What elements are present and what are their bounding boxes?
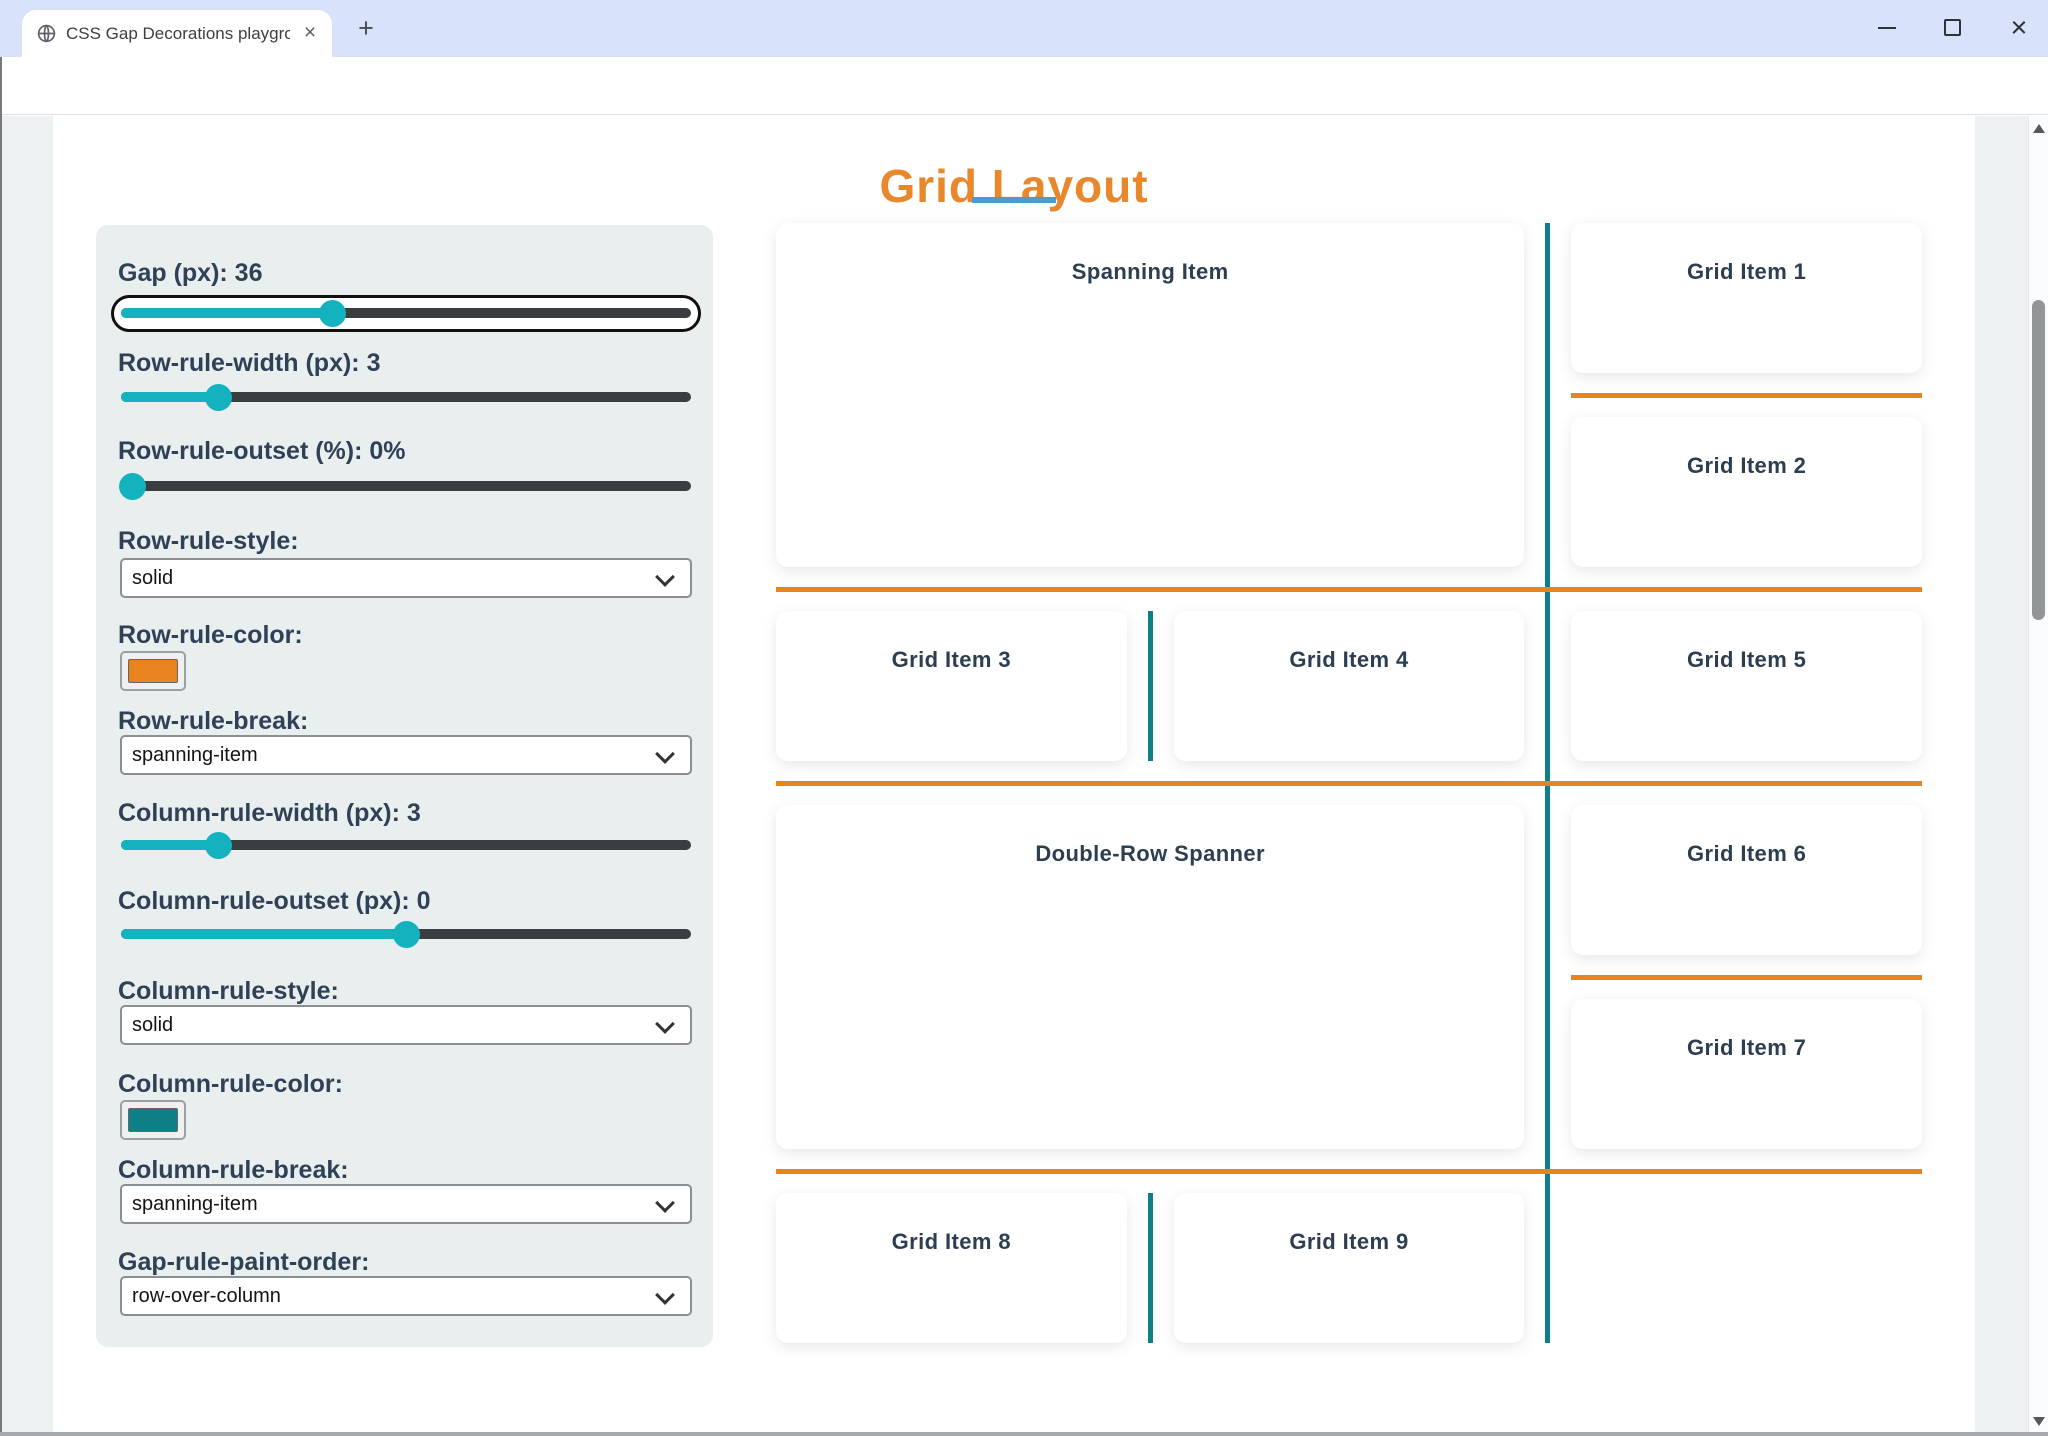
select-dropdown[interactable]: solid — [120, 558, 692, 598]
grid-card: Grid Item 4 — [1173, 611, 1525, 761]
select-value: spanning-item — [132, 1193, 258, 1215]
chevron-down-icon — [655, 567, 675, 587]
slider-control[interactable] — [121, 921, 691, 948]
grid-card: Double-Row Spanner — [776, 805, 1525, 1149]
chevron-down-icon — [655, 1014, 675, 1034]
grid-card: Grid Item 9 — [1173, 1193, 1525, 1343]
window-frame-left — [0, 57, 2, 1436]
scrollbar-down-icon[interactable] — [2033, 1417, 2045, 1426]
browser-tab[interactable]: CSS Gap Decorations playgroun × — [22, 10, 332, 57]
select-value: row-over-column — [132, 1285, 281, 1307]
select-dropdown[interactable]: spanning-item — [120, 735, 692, 775]
select-value: spanning-item — [132, 744, 258, 766]
grid-card-label: Grid Item 7 — [1686, 1035, 1807, 1060]
slider-thumb[interactable] — [318, 300, 346, 327]
row-rule — [1571, 392, 1922, 398]
grid-card-label: Grid Item 5 — [1686, 647, 1807, 672]
browser-toolbar: microsoftedge.github.io/Demos/css-gap-de… — [0, 57, 2048, 164]
slider-fill — [121, 392, 218, 402]
select-value: solid — [132, 1014, 174, 1036]
select-dropdown[interactable]: row-over-column — [120, 1276, 692, 1316]
chevron-down-icon — [655, 1285, 675, 1305]
column-rule — [1147, 611, 1153, 761]
slider-fill — [121, 840, 218, 850]
slider-track[interactable] — [121, 392, 691, 402]
select-value: solid — [132, 567, 174, 589]
grid-card-label: Grid Item 4 — [1289, 647, 1409, 672]
color-swatch — [128, 659, 178, 683]
control-label: Column-rule-style: — [118, 977, 339, 1005]
grid-card-label: Grid Item 6 — [1686, 841, 1807, 866]
row-rule — [776, 1168, 1922, 1174]
slider-thumb[interactable] — [204, 832, 232, 859]
chevron-down-icon — [655, 1193, 675, 1213]
window-close-icon[interactable]: × — [2010, 12, 2028, 44]
page-viewport: Grid Layout Gap (px): 36 Row-rule-width (… — [0, 116, 2048, 1432]
slider-fill — [121, 929, 406, 939]
control-label: Gap (px): 36 — [118, 259, 263, 287]
grid-card: Grid Item 8 — [776, 1193, 1127, 1343]
control-label: Row-rule-width (px): 3 — [118, 349, 381, 377]
control-label: Gap-rule-paint-order: — [118, 1248, 370, 1276]
color-swatch — [128, 1108, 178, 1132]
tab-strip: CSS Gap Decorations playgroun × + × — [0, 0, 2048, 57]
grid-card-label: Grid Item 3 — [891, 647, 1011, 672]
row-rule — [776, 586, 1922, 592]
scrollbar-up-icon[interactable] — [2033, 124, 2045, 133]
window-frame-bottom — [0, 1432, 2048, 1436]
control-label: Column-rule-break: — [118, 1156, 349, 1184]
grid-card: Grid Item 7 — [1571, 999, 1922, 1149]
slider-track[interactable] — [121, 481, 691, 491]
grid-card: Grid Item 1 — [1571, 223, 1922, 373]
scrollbar-thumb[interactable] — [2032, 300, 2045, 620]
controls-panel: Gap (px): 36 Row-rule-width (px): 3 Row-ru… — [96, 225, 713, 1347]
grid-card-label: Grid Item 9 — [1289, 1229, 1409, 1254]
grid-layout-demo: Spanning Item Grid Item 1 Grid Item 2 Grid … — [776, 223, 1922, 1343]
page-scrollbar[interactable] — [2028, 116, 2048, 1432]
grid-card: Grid Item 6 — [1571, 805, 1922, 955]
tab-close-icon[interactable]: × — [303, 21, 317, 44]
grid-card-label: Grid Item 8 — [891, 1229, 1011, 1254]
new-tab-button[interactable]: + — [358, 13, 374, 43]
window-maximize-icon[interactable] — [1944, 19, 1961, 36]
grid-card: Grid Item 2 — [1571, 417, 1922, 567]
slider-track[interactable] — [121, 840, 691, 850]
control-label: Row-rule-outset (%): 0% — [118, 437, 406, 465]
slider-fill — [121, 308, 332, 318]
color-picker[interactable] — [120, 651, 186, 691]
select-dropdown[interactable]: solid — [120, 1005, 692, 1045]
page-title: Grid Layout — [879, 159, 1149, 212]
select-dropdown[interactable]: spanning-item — [120, 1184, 692, 1224]
globe-icon — [37, 24, 56, 43]
control-label: Column-rule-color: — [118, 1070, 343, 1098]
color-picker[interactable] — [120, 1100, 186, 1140]
slider-thumb[interactable] — [204, 384, 232, 411]
control-label: Column-rule-outset (px): 0 — [118, 887, 431, 915]
window-minimize-icon[interactable] — [1878, 27, 1896, 29]
grid-card-label: Grid Item 2 — [1686, 453, 1807, 478]
title-underline — [972, 197, 1056, 203]
slider-gap[interactable] — [111, 295, 701, 332]
row-rule — [1571, 974, 1922, 980]
tab-title: CSS Gap Decorations playgroun — [66, 24, 290, 43]
slider-control[interactable] — [119, 473, 691, 500]
grid-card: Grid Item 5 — [1571, 611, 1922, 761]
control-label: Column-rule-width (px): 3 — [118, 799, 421, 827]
column-rule — [1147, 1193, 1153, 1343]
grid-card: Spanning Item — [776, 223, 1525, 567]
grid-card-label: Grid Item 1 — [1686, 259, 1807, 284]
control-label: Row-rule-color: — [118, 621, 303, 649]
slider-thumb[interactable] — [393, 921, 420, 948]
slider-control[interactable] — [121, 832, 691, 859]
slider-control[interactable] — [121, 384, 691, 411]
slider-track[interactable] — [121, 308, 691, 318]
row-rule — [776, 780, 1922, 786]
control-label: Row-rule-style: — [118, 527, 299, 555]
grid-card-label: Spanning Item — [1071, 259, 1229, 284]
grid-card: Grid Item 3 — [776, 611, 1127, 761]
grid-card-label: Double-Row Spanner — [1035, 841, 1265, 866]
control-label: Row-rule-break: — [118, 707, 309, 735]
slider-thumb[interactable] — [119, 473, 147, 500]
chevron-down-icon — [655, 744, 675, 764]
